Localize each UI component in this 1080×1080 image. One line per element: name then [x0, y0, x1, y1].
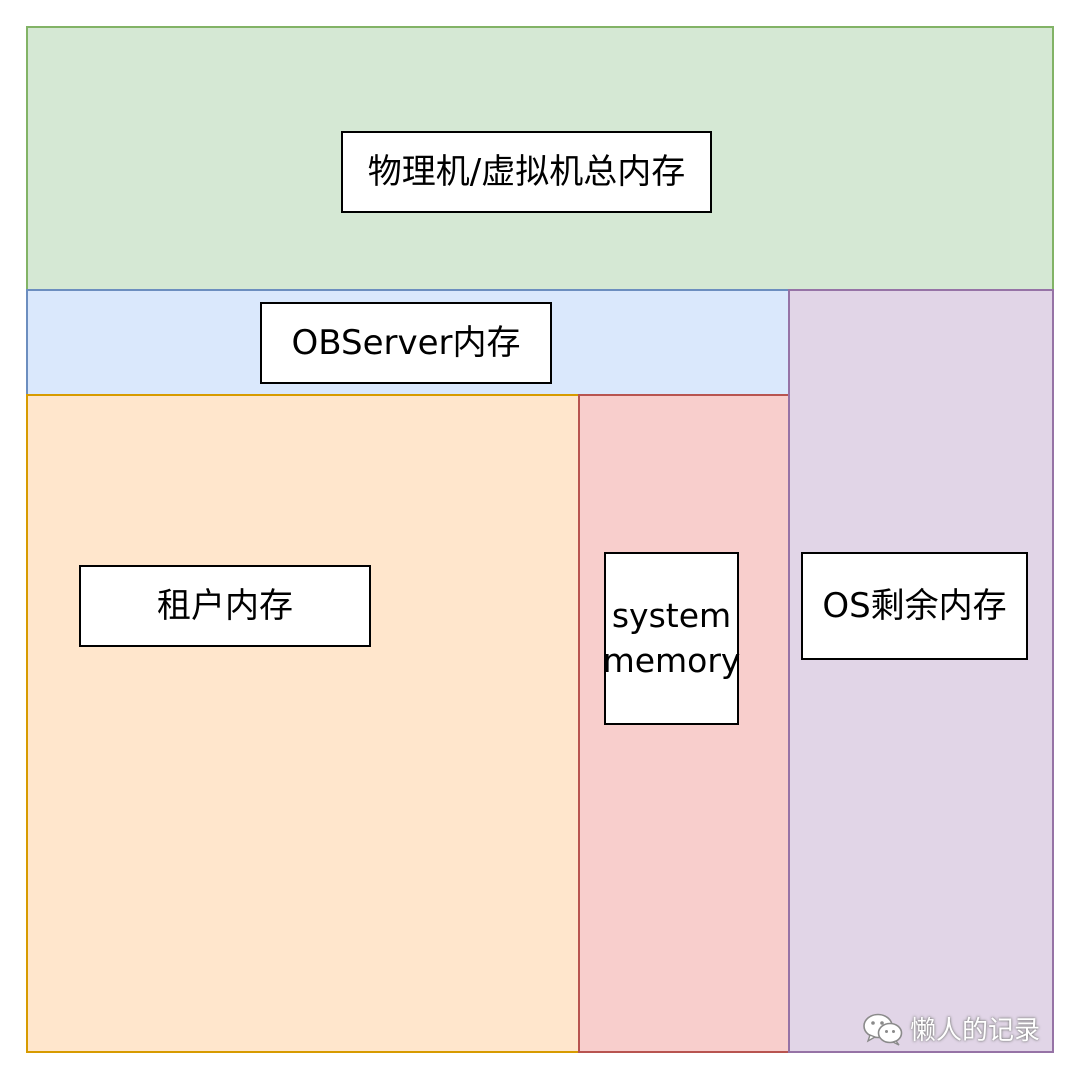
os-remaining-memory-label-text: OS剩余内存 — [822, 585, 1007, 626]
observer-memory-label-text: OBServer内存 — [291, 322, 521, 363]
os-remaining-memory-region — [788, 289, 1054, 1053]
system-memory-label-line1: system — [611, 595, 732, 635]
total-memory-label-text: 物理机/虚拟机总内存 — [367, 151, 686, 192]
tenant-memory-label: 租户内存 — [79, 565, 371, 647]
tenant-memory-label-text: 租户内存 — [157, 585, 293, 626]
os-remaining-memory-label: OS剩余内存 — [801, 552, 1028, 660]
total-memory-label: 物理机/虚拟机总内存 — [341, 131, 712, 213]
wechat-icon — [862, 1012, 904, 1046]
system-memory-label-line2: memory — [602, 640, 741, 680]
tenant-memory-region — [26, 394, 581, 1053]
watermark: 懒人的记录 — [862, 1010, 1040, 1047]
system-memory-label: system memory — [602, 552, 741, 725]
watermark-text: 懒人的记录 — [910, 1016, 1041, 1046]
observer-memory-label: OBServer内存 — [260, 302, 552, 384]
